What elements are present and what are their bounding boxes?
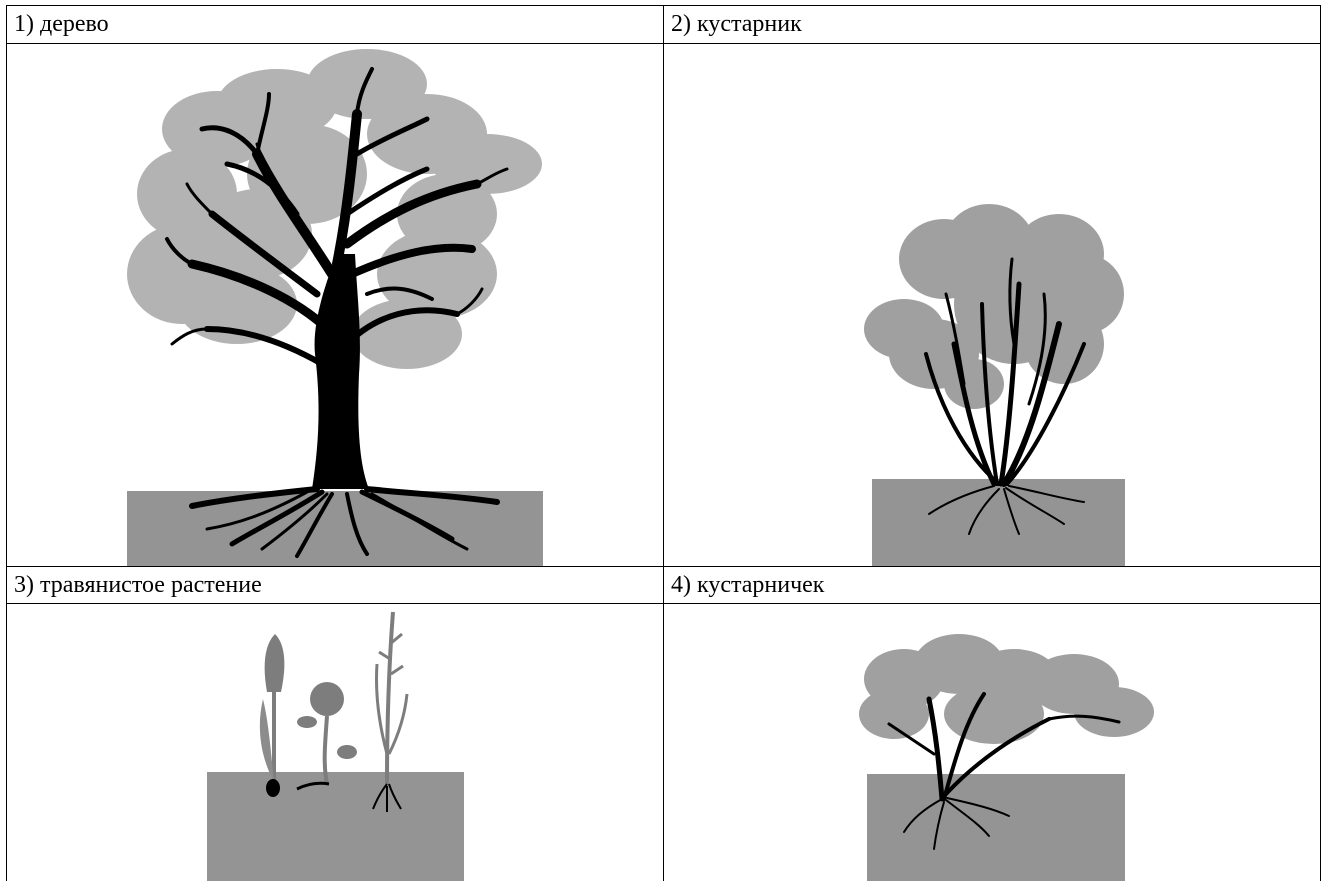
plant-forms-table: 1) дерево 2) кустарник 3) травянистое ра… xyxy=(6,5,1321,881)
tree-illustration xyxy=(7,44,663,566)
cell-label-shrub: 2) кустарник xyxy=(671,7,802,41)
cell-label-subshrub: 4) кустарничек xyxy=(671,568,824,602)
shrub-foliage xyxy=(864,204,1124,409)
subshrub-illustration xyxy=(664,604,1320,881)
table-border-right xyxy=(1320,5,1321,881)
shrub-ground xyxy=(872,479,1125,566)
tree-icon xyxy=(7,44,663,566)
subshrub-foliage xyxy=(859,634,1154,744)
herbaceous-illustration xyxy=(7,604,663,881)
cell-label-herbaceous: 3) травянистое растение xyxy=(14,568,262,602)
subshrub-ground xyxy=(867,774,1125,881)
herbaceous-ground xyxy=(207,772,464,881)
herbaceous-plants-icon xyxy=(7,604,663,881)
shrub-illustration xyxy=(664,44,1320,566)
subshrub-icon xyxy=(664,604,1320,881)
shrub-icon xyxy=(664,44,1320,566)
cell-label-tree: 1) дерево xyxy=(14,7,109,41)
